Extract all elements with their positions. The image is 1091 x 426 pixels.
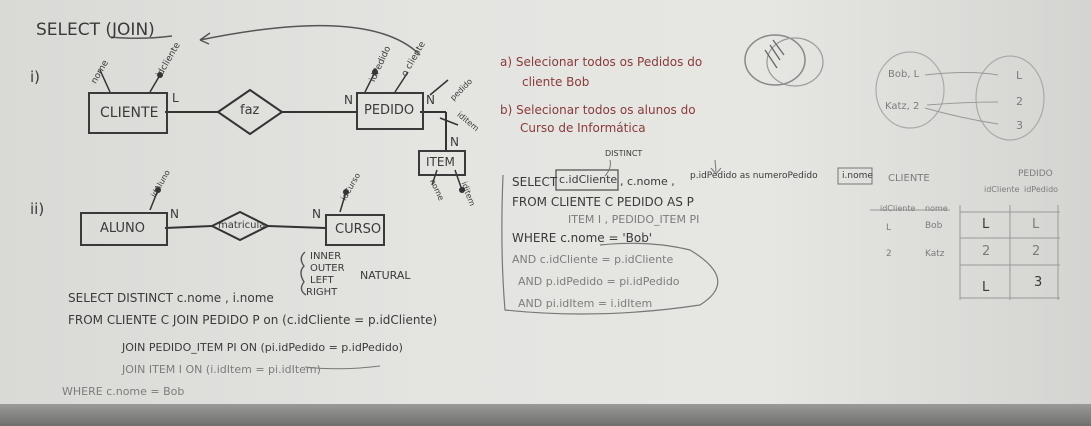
query2-join2: JOIN ITEM I ON (i.idItem = pi.idItem) [122,363,321,376]
table-pedido-header-1: idPedido [1024,185,1059,194]
table-pedido-title: PEDIDO [1018,169,1053,179]
section-label-i: i) [30,68,41,86]
whiteboard-tray [0,404,1091,426]
board-title: SELECT (JOIN) [36,20,155,40]
cardinality-l: L [172,91,179,105]
query2-select: SELECT DISTINCT c.nome , i.nome [68,291,274,305]
table-pedido-cell: 3 [1034,275,1043,290]
query2-join1: JOIN PEDIDO_ITEM PI ON (pi.idPedido = p.… [122,341,403,354]
query1-col3: p.idPedido as numeroPedido [690,171,818,181]
exercise-b-line1: b) Selecionar todos os alunos do [500,103,696,117]
table-cliente-header-1: nome [925,204,948,213]
join-outer: OUTER [310,263,345,274]
table-pedido-header-0: idCliente [984,185,1020,194]
table-pedido-cell: L [982,280,990,295]
query1-from-cont: ITEM I , PEDIDO_ITEM PI [568,213,700,226]
entity-pedido-label: PEDIDO [364,103,415,118]
query1-where: WHERE c.nome = 'Bob' [512,231,653,245]
query1-col4: i.nome [842,171,873,181]
section-label-ii: ii) [30,200,45,218]
table-pedido-cell: 2 [1032,244,1041,259]
query1-from: FROM CLIENTE C PEDIDO AS P [512,195,694,209]
entity-aluno-label: ALUNO [100,221,145,236]
table-cliente-cell: Bob [925,221,943,231]
mapping-left2: Katz, 2 [885,101,920,112]
cardinality-n-curso: N [312,207,321,221]
exercise-a-line1: a) Selecionar todos os Pedidos do [500,55,703,69]
exercise-b-line2: Curso de Informática [520,121,646,135]
query1-select: SELECT [512,175,558,189]
join-left: LEFT [310,275,334,286]
query1-and2: AND p.idPedido = pi.idPedido [518,275,680,288]
cardinality-n-aluno: N [170,207,179,221]
mapping-right2: 2 [1016,95,1023,108]
table-pedido-cell: L [982,217,990,232]
entity-item: ITEM [418,150,466,176]
mapping-right1: L [1016,69,1023,82]
table-pedido-cell: L [1032,217,1040,232]
table-cliente-title: CLIENTE [888,173,930,184]
query2-from: FROM CLIENTE C JOIN PEDIDO P on (c.idCli… [68,313,438,327]
cardinality-n-pedido-right: N [426,93,435,107]
query1-and3: AND pi.idItem = i.idItem [518,297,653,310]
entity-cliente-label: CLIENTE [100,105,159,121]
join-natural: NATURAL [360,269,411,282]
cardinality-n-item: N [450,135,459,149]
join-inner: INNER [310,251,342,262]
join-right: RIGHT [306,287,338,298]
entity-aluno: ALUNO [80,212,168,246]
cardinality-n-pedido: N [344,93,353,107]
mapping-left1: Bob, L [888,69,920,80]
table-cliente-cell: 2 [886,249,892,259]
entity-item-label: ITEM [426,155,455,169]
entity-cliente: CLIENTE [88,92,168,134]
table-pedido-cell: 2 [982,244,991,259]
entity-curso-label: CURSO [335,222,382,237]
table-cliente-cell: Katz [925,249,945,259]
table-cliente-cell: L [886,223,892,233]
table-cliente-header-0: idCliente [880,204,916,213]
relationship-faz-label: faz [240,103,260,118]
entity-curso: CURSO [325,214,385,246]
query1-and1: AND c.idCliente = p.idCliente [512,253,674,266]
query1-col1: c.idCliente [559,173,618,186]
entity-pedido: PEDIDO [356,92,424,130]
query1-distinct: DISTINCT [605,149,643,158]
mapping-right3: 3 [1016,119,1023,132]
relationship-matricula-label: matricula [218,220,266,231]
exercise-a-line2: cliente Bob [522,75,590,89]
query1-col2: , c.nome , [620,175,675,188]
query2-where: WHERE c.nome = Bob [62,385,185,398]
